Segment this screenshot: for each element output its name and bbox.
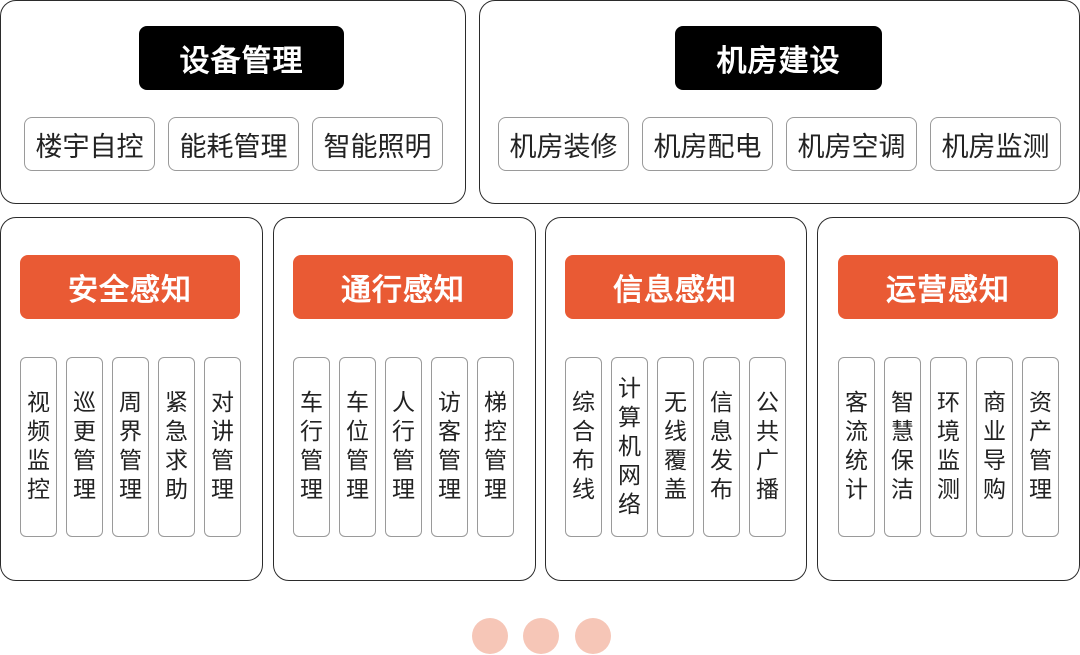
item-label: 紧急求助: [165, 390, 188, 503]
item-box: 访客管理: [431, 357, 468, 537]
item-box: 周界管理: [112, 357, 149, 537]
item-box: 智能照明: [312, 117, 443, 171]
item-label: 对讲管理: [211, 390, 234, 503]
item-label: 视频监控: [27, 390, 50, 503]
item-label: 访客管理: [438, 390, 461, 503]
item-box: 能耗管理: [168, 117, 299, 171]
item-box: 楼宇自控: [24, 117, 155, 171]
item-box: 智慧保洁: [884, 357, 921, 537]
item-label: 资产管理: [1029, 390, 1052, 503]
panel-title: 机房建设: [675, 26, 882, 90]
item-box: 对讲管理: [204, 357, 241, 537]
item-box: 公共广播: [749, 357, 786, 537]
item-box: 巡更管理: [66, 357, 103, 537]
item-box: 客流统计: [838, 357, 875, 537]
item-label: 综合布线: [572, 390, 595, 503]
item-label: 周界管理: [119, 390, 142, 503]
item-box: 人行管理: [385, 357, 422, 537]
panel-title: 通行感知: [293, 255, 513, 319]
item-label: 客流统计: [845, 390, 868, 503]
item-label: 商业导购: [983, 390, 1006, 503]
item-label: 智慧保洁: [891, 390, 914, 503]
pagination-dot[interactable]: [523, 618, 559, 654]
item-box: 信息发布: [703, 357, 740, 537]
item-box: 机房监测: [930, 117, 1061, 171]
item-box: 车行管理: [293, 357, 330, 537]
item-box: 梯控管理: [477, 357, 514, 537]
item-box: 车位管理: [339, 357, 376, 537]
item-label: 巡更管理: [73, 390, 96, 503]
item-label: 无线覆盖: [664, 390, 687, 503]
item-label: 人行管理: [392, 390, 415, 503]
panel-title: 安全感知: [20, 255, 240, 319]
item-box: 环境监测: [930, 357, 967, 537]
item-label: 环境监测: [937, 390, 960, 503]
item-label: 车位管理: [346, 390, 369, 503]
item-box: 无线覆盖: [657, 357, 694, 537]
item-label: 车行管理: [300, 390, 323, 503]
item-label: 计算机网络: [618, 375, 641, 518]
item-box: 视频监控: [20, 357, 57, 537]
pagination-dot[interactable]: [472, 618, 508, 654]
panel-title: 运营感知: [838, 255, 1058, 319]
pagination-dot[interactable]: [575, 618, 611, 654]
item-box: 资产管理: [1022, 357, 1059, 537]
item-label: 信息发布: [710, 390, 733, 503]
item-box: 机房配电: [642, 117, 773, 171]
panel-title: 信息感知: [565, 255, 785, 319]
item-box: 机房装修: [498, 117, 629, 171]
item-box: 计算机网络: [611, 357, 648, 537]
item-label: 梯控管理: [484, 390, 507, 503]
item-label: 公共广播: [756, 390, 779, 503]
panel-title: 设备管理: [139, 26, 344, 90]
item-box: 商业导购: [976, 357, 1013, 537]
item-box: 综合布线: [565, 357, 602, 537]
item-box: 机房空调: [786, 117, 917, 171]
item-box: 紧急求助: [158, 357, 195, 537]
